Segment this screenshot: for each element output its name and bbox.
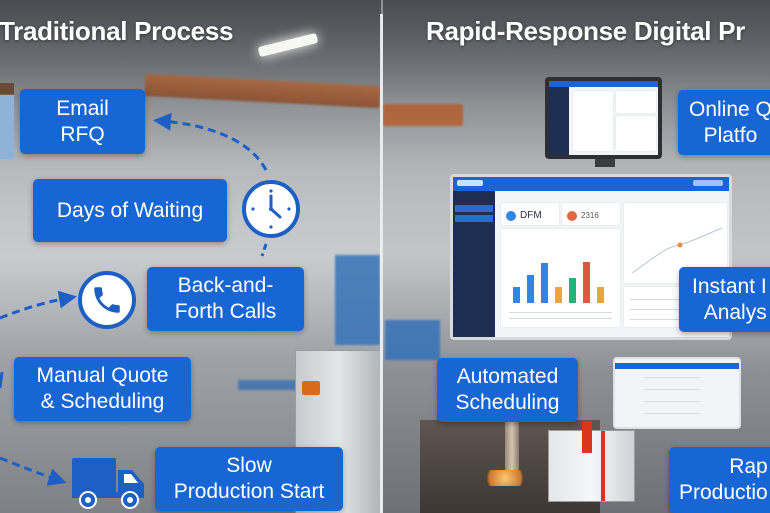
step-label: Back-and- Forth Calls [174,274,277,323]
step-label: Slow Production Start [173,454,325,503]
step-label: Days of Waiting [56,198,204,222]
step-days-of-waiting: Days of Waiting [33,179,227,242]
bar-chart [513,261,613,303]
scheduling-monitor [613,357,741,429]
scheduling-screen [615,359,739,427]
count-icon [567,211,577,221]
crane-beam-right [383,104,463,126]
step-label: Manual Quote & Scheduling [36,364,169,413]
person-at-laptop [0,83,14,159]
kpi-value: 2316 [581,211,599,220]
step-label: Rap Productio [679,455,768,504]
dashboard-monitor: DFM 2316 [450,174,732,340]
panel-divider [380,14,383,513]
blue-machine-right [385,320,440,360]
kpi-card-count: 2316 [562,203,620,225]
step-email-rfq: Email RFQ [20,89,145,154]
chart-bar [569,277,576,303]
bar-chart-card [501,229,620,327]
dashboard-topbar [453,177,729,191]
cnc-machine [548,421,635,502]
step-label: Instant I Analys [692,274,767,324]
left-title: Traditional Process [0,16,234,46]
truck-icon [70,456,146,510]
kpi-card-dfm: DFM [501,203,559,225]
step-label: Automated Scheduling [455,365,560,414]
chart-bar [513,287,520,303]
kpi-label: DFM [520,210,542,221]
chart-bar [555,287,562,303]
blue-table [238,380,298,390]
monitor-stand [595,159,615,167]
dashboard-sidebar [453,191,495,337]
route-map [631,227,723,274]
phone-icon [78,271,136,329]
step-manual-quote-scheduling: Manual Quote & Scheduling [14,357,191,421]
right-title: Rapid-Response Digital Pr [426,16,745,46]
step-automated-scheduling: Automated Scheduling [437,358,578,422]
step-instant-dfm-analysis: Instant I Analys [679,267,770,332]
top-monitor-screen [549,81,658,155]
step-label: Email RFQ [56,96,109,146]
step-back-and-forth-calls: Back-and- Forth Calls [147,267,304,331]
blue-machine [335,255,380,345]
step-label: Online Q Platfo [689,97,770,147]
dfm-icon [506,211,516,221]
chart-bar [527,275,534,303]
chart-bar [583,261,590,303]
clock-icon [242,180,300,238]
chart-bar [541,263,548,303]
chart-bar [597,287,604,303]
step-rapid-production: Rap Productio [669,447,770,513]
step-online-quote-platform: Online Q Platfo [678,90,770,155]
step-slow-production-start: Slow Production Start [155,447,343,511]
top-monitor [545,77,662,159]
